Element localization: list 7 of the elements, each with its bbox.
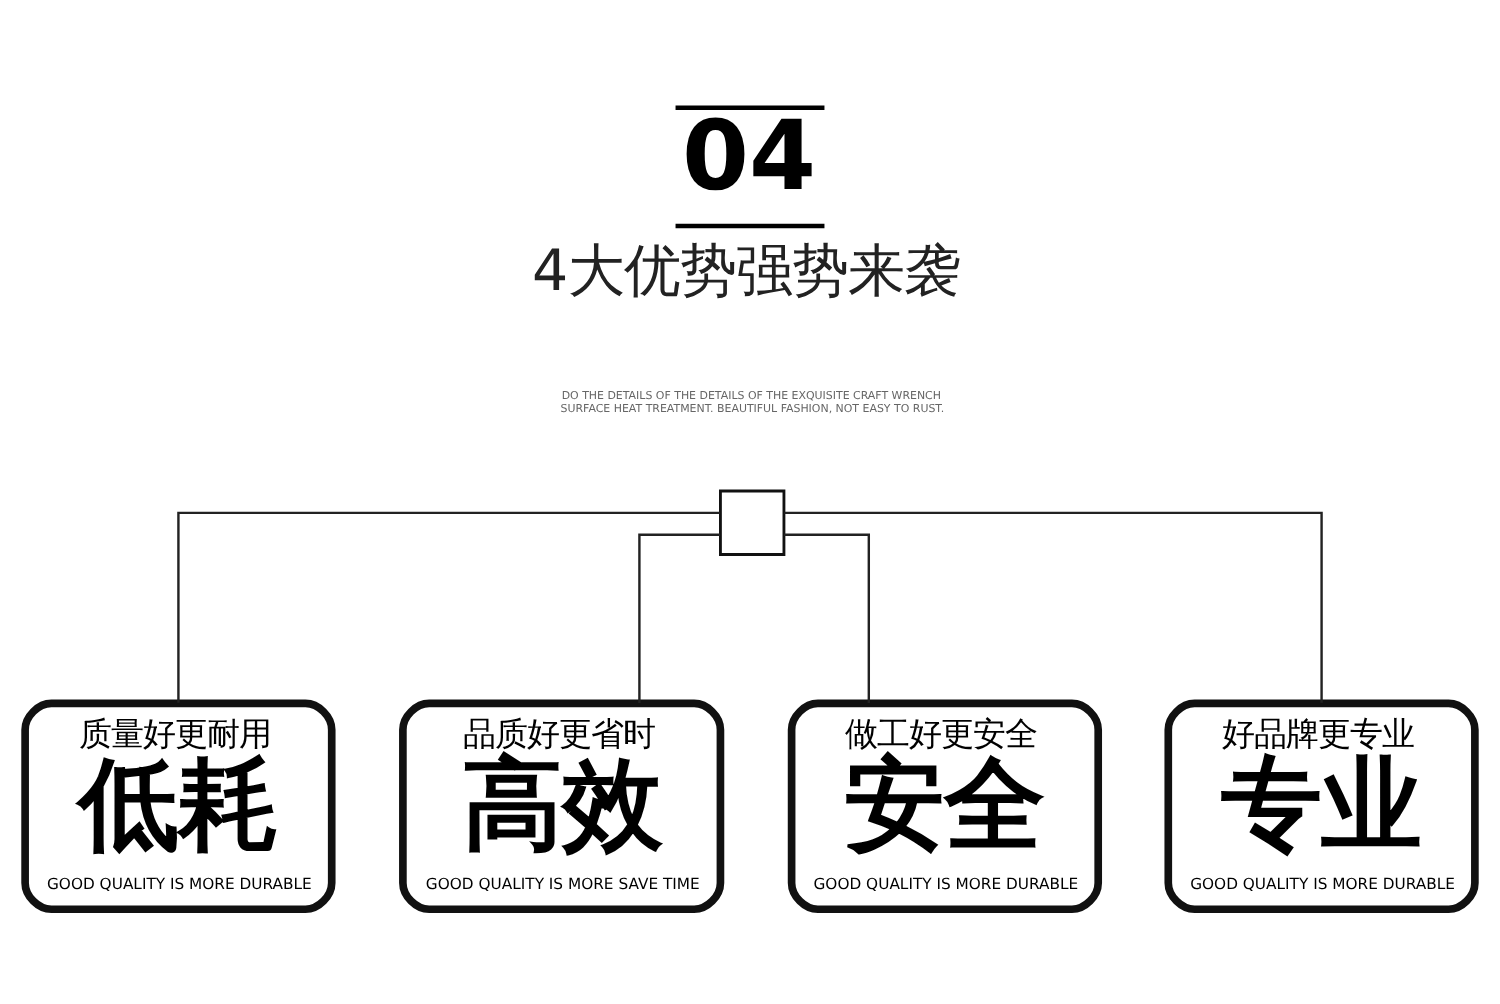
node-box (719, 488, 786, 555)
connector (784, 532, 870, 702)
connector (638, 532, 721, 702)
connector (177, 510, 720, 702)
diagram-title: 04 (682, 100, 817, 213)
connector (784, 510, 1323, 702)
label: 4大优势强势来袭 (532, 237, 961, 304)
